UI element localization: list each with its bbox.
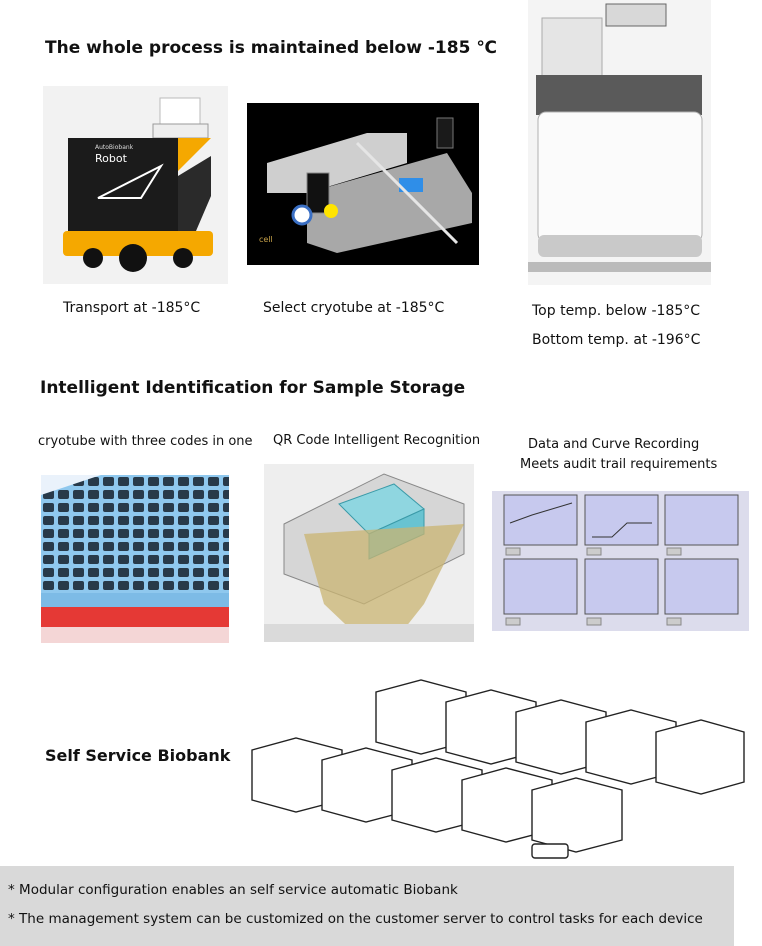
heading-identification: Intelligent Identification for Sample St… bbox=[40, 378, 466, 398]
robot-brand-label: AutoBiobank bbox=[95, 144, 134, 151]
cell-label: cell bbox=[259, 235, 273, 244]
footer-notes: * Modular configuration enables an self … bbox=[0, 866, 734, 946]
select-cryotube-image: cell bbox=[247, 103, 479, 265]
caption-bottom-temp: Bottom temp. at -196°C bbox=[532, 332, 701, 348]
module-row-front bbox=[251, 737, 623, 853]
footer-line-2: * The management system can be customize… bbox=[8, 911, 703, 927]
caption-select: Select cryotube at -185°C bbox=[263, 300, 445, 316]
heading-temperature: The whole process is maintained below -1… bbox=[45, 38, 497, 58]
qr-recognition-image bbox=[264, 464, 474, 642]
footer-line-1: * Modular configuration enables an self … bbox=[8, 882, 458, 898]
caption-data-recording: Data and Curve Recording bbox=[528, 437, 700, 452]
caption-top-temp: Top temp. below -185°C bbox=[532, 303, 701, 319]
tank-image bbox=[528, 0, 711, 285]
cryotube-rack-image bbox=[41, 475, 229, 643]
module-row-back bbox=[375, 679, 745, 795]
biobank-modules-image bbox=[246, 672, 748, 868]
robot-word-label: Robot bbox=[95, 152, 127, 165]
caption-audit-trail: Meets audit trail requirements bbox=[520, 457, 718, 472]
data-curve-image bbox=[492, 491, 749, 631]
caption-qr: QR Code Intelligent Recognition bbox=[273, 433, 481, 448]
caption-cryotube: cryotube with three codes in one bbox=[38, 434, 253, 449]
robot-image: AutoBiobank Robot bbox=[43, 86, 228, 284]
heading-self-service: Self Service Biobank bbox=[45, 746, 231, 765]
caption-transport: Transport at -185°C bbox=[63, 300, 201, 316]
